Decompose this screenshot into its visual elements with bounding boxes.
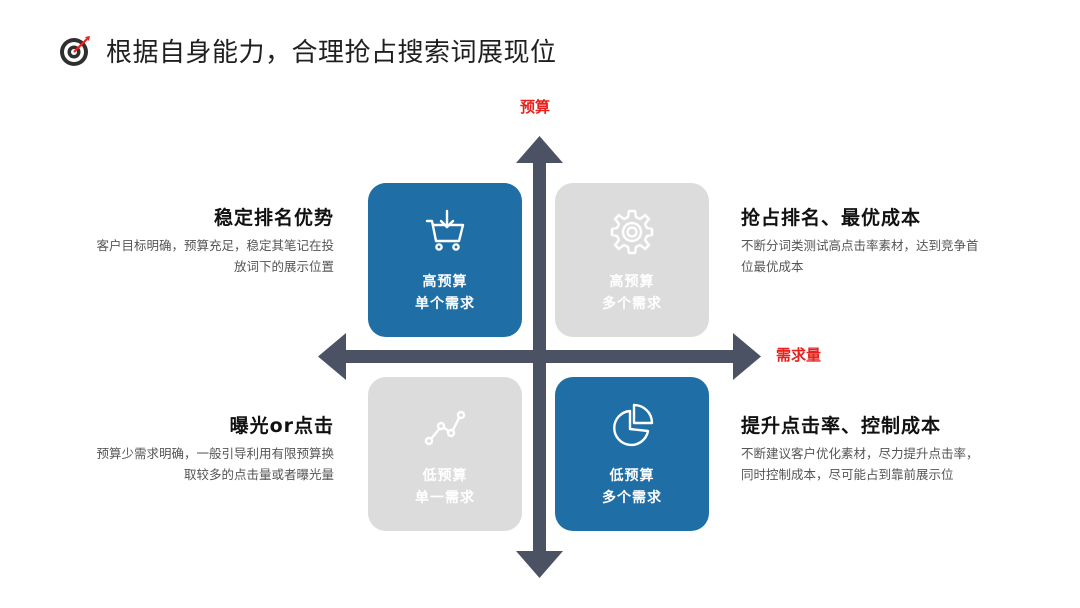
description-heading: 提升点击率、控制成本 [741,415,942,437]
description-body: 客户目标明确，预算充足，稳定其笔记在投放词下的展示位置 [96,238,334,274]
y-axis-arrow-bottom [516,551,563,578]
description-bottom-right: 提升点击率、控制成本 不断建议客户优化素材，尽力提升点击率，同时控制成本，尽可能… [741,413,979,485]
description-bottom-left: 曝光or点击 预算少需求明确，一般引导利用有限预算换取较多的点击量或者曝光量 [96,413,334,485]
x-axis-arrow-right [733,333,761,380]
quadrant-low-budget-single-demand: 低预算 单一需求 [368,377,522,531]
quadrant-line2: 多个需求 [602,490,662,506]
description-body: 不断分词类测试高点击率素材，达到竞争首位最优成本 [741,238,979,274]
quadrant-high-budget-single-demand: 高预算 单个需求 [368,183,522,337]
x-axis-label: 需求量 [776,346,822,364]
quadrant-line2: 单个需求 [415,296,475,312]
x-axis-arrow-left [318,333,346,380]
shopping-cart-icon [425,209,465,251]
line-chart-icon [424,410,466,446]
description-top-left: 稳定排名优势 客户目标明确，预算充足，稳定其笔记在投放词下的展示位置 [96,205,334,277]
page-title: 根据自身能力，合理抢占搜索词展现位 [106,38,557,68]
description-body: 预算少需求明确，一般引导利用有限预算换取较多的点击量或者曝光量 [96,446,334,482]
quadrant-high-budget-multiple-demand: 高预算 多个需求 [555,183,709,337]
quadrant-line2: 多个需求 [602,296,662,312]
quadrant-line1: 高预算 [609,274,655,290]
quadrant-low-budget-multiple-demand: 低预算 多个需求 [555,377,709,531]
quadrant-line1: 低预算 [422,468,468,484]
quadrant-line1: 低预算 [609,468,655,484]
quadrant-line2: 单一需求 [415,490,475,506]
quadrant-line1: 高预算 [422,274,468,290]
description-body: 不断建议客户优化素材，尽力提升点击率，同时控制成本，尽可能占到靠前展示位 [741,446,979,482]
description-heading: 曝光or点击 [229,415,334,437]
pie-chart-icon [613,403,654,447]
y-axis-label: 预算 [520,98,551,116]
target-icon [60,36,90,66]
description-heading: 抢占排名、最优成本 [741,207,922,229]
gear-icon [610,209,654,255]
description-top-right: 抢占排名、最优成本 不断分词类测试高点击率素材，达到竞争首位最优成本 [741,205,979,277]
y-axis-arrow-top [516,136,563,163]
description-heading: 稳定排名优势 [213,207,334,229]
x-axis [345,350,735,363]
